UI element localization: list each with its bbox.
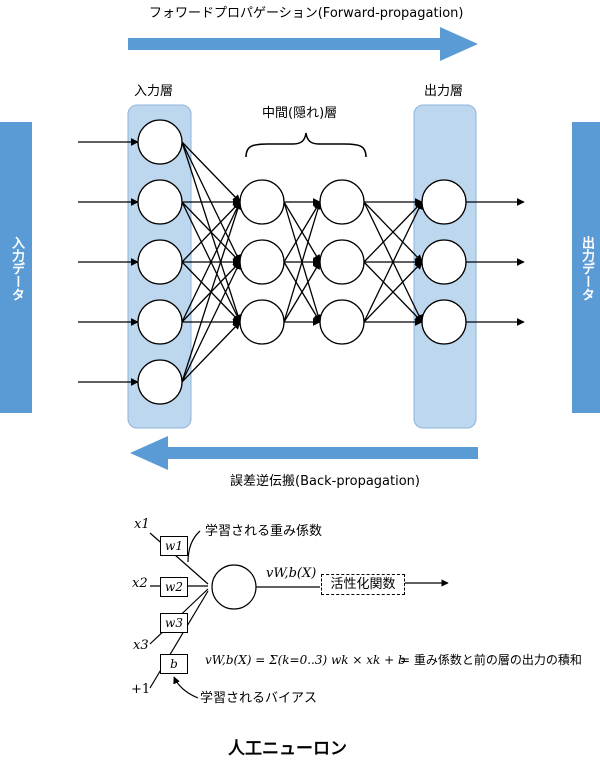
network-nodes: [137, 119, 467, 405]
hidden1-node: [239, 299, 285, 345]
hidden2-node: [319, 239, 365, 285]
hidden2-node: [319, 299, 365, 345]
activation-function-box: 活性化関数: [321, 574, 405, 595]
weight-w3-box: w3: [160, 613, 188, 633]
back-propagation-label: 誤差逆伝搬(Back-propagation): [230, 474, 420, 489]
connection-line: [363, 261, 423, 323]
bias-note-pointer: [173, 676, 199, 699]
neuron-node: [211, 564, 257, 610]
input-node: [137, 179, 183, 225]
connection-line: [181, 261, 241, 383]
io-arrows: [78, 138, 525, 386]
input-x2-label: x2: [132, 576, 148, 591]
weight-w1-box: w1: [160, 536, 188, 556]
input-x3-label: x3: [133, 638, 149, 653]
bias-note: 学習されるバイアス: [200, 691, 318, 706]
hidden1-node: [239, 239, 285, 285]
connection-line: [363, 201, 423, 263]
hidden-layer-label: 中間(隠れ)層: [262, 106, 338, 121]
forward-arrow: [128, 27, 478, 61]
hidden-layer-brace: [245, 132, 367, 158]
output-node: [421, 239, 467, 285]
output-layer-label: 出力層: [424, 84, 464, 99]
hidden1-node: [239, 179, 285, 225]
weight-note-pointer: [187, 530, 201, 563]
network-connections: [181, 141, 423, 383]
input-node: [137, 359, 183, 405]
connection-line: [283, 201, 321, 263]
hidden2-node: [319, 179, 365, 225]
input-layer-label: 入力層: [134, 84, 174, 99]
formula-explanation: = 重み係数と前の層の出力の積和: [400, 653, 582, 667]
output-node: [421, 179, 467, 225]
bias-input-label: +1: [131, 682, 151, 697]
neuron-output-function: vW,b(X): [266, 566, 317, 581]
neuron-detail: [149, 530, 449, 699]
connection-line: [181, 321, 241, 383]
input-node: [137, 299, 183, 345]
artificial-neuron-caption: 人工ニューロン: [228, 739, 347, 759]
connection-line: [283, 201, 322, 323]
output-data-label: 出力データ: [579, 236, 594, 301]
connection-line: [181, 201, 241, 263]
bias-b-box: b: [160, 654, 188, 674]
connection-line: [363, 201, 423, 323]
input-x1-label: x1: [134, 517, 150, 532]
input-data-label: 入力データ: [9, 236, 24, 301]
input-node: [137, 239, 183, 285]
connection-line: [181, 201, 242, 383]
connection-line: [283, 261, 321, 323]
forward-propagation-label: フォワードプロパゲーション(Forward-propagation): [149, 6, 464, 21]
output-data-bar: [572, 122, 600, 413]
backward-arrow: [130, 436, 478, 470]
connection-line: [181, 141, 241, 203]
weight-note: 学習される重み係数: [205, 524, 323, 539]
connection-line: [181, 201, 241, 323]
weight-w2-box: w2: [160, 577, 188, 597]
input-node: [137, 119, 183, 165]
input-data-bar: [0, 122, 32, 413]
output-node: [421, 299, 467, 345]
weighted-sum-formula: vW,b(X) = Σ(k=0..3) wk × xk + b: [205, 653, 406, 667]
